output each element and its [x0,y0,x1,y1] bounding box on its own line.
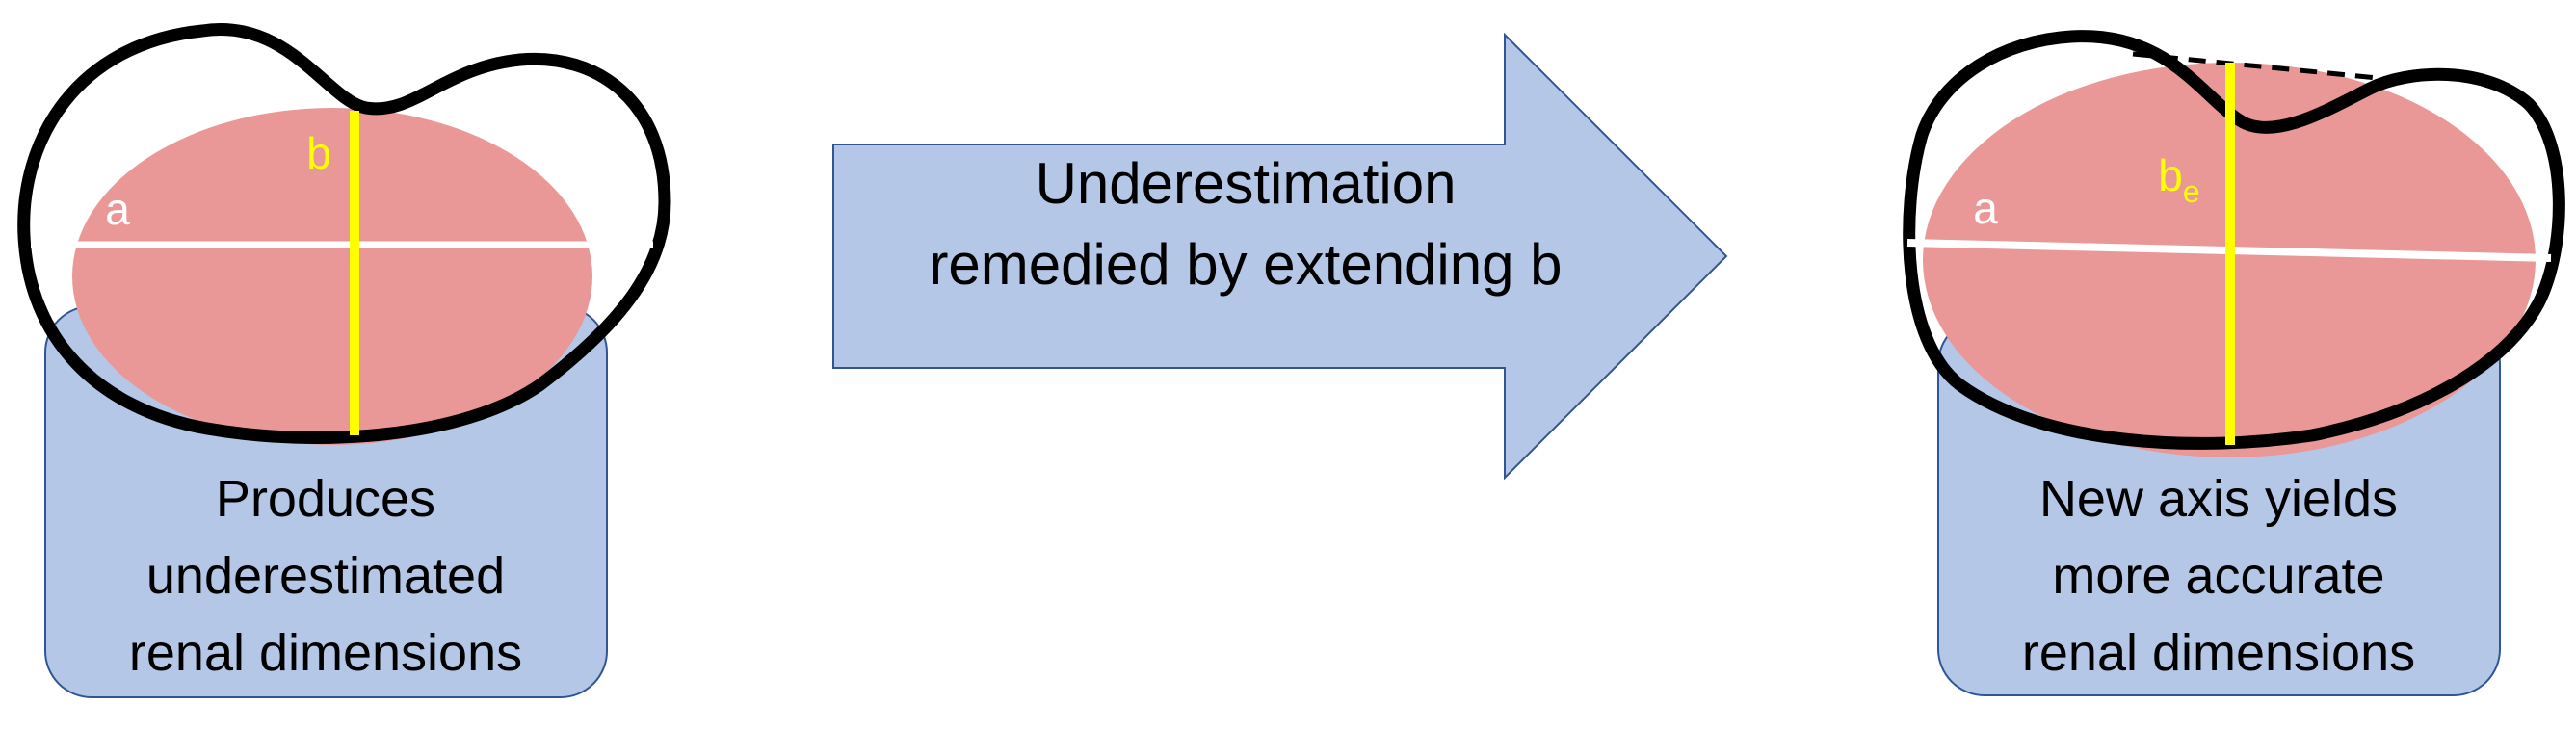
arrow-text-line-1: Underestimation [1036,151,1457,216]
left-panel: a b Produces underestimated renal dimens… [17,23,671,698]
left-caption-line-1: Produces [216,470,435,528]
left-fitted-ellipse [72,108,592,445]
center-arrow: Underestimation remedied by extending b [832,32,1728,481]
right-panel: a be New axis yields more accurate renal… [1903,30,2565,696]
left-caption-line-3: renal dimensions [129,624,522,682]
right-label-b-subscript: e [2183,174,2200,209]
arrow-text-line-2: remedied by extending b [929,232,1562,297]
right-extension-dashed-line [2132,51,2388,82]
left-kidney-outline [17,23,671,444]
right-label-b: be [2158,150,2199,209]
right-kidney-outline [1903,30,2565,450]
right-label-a: a [1973,183,1998,233]
right-caption-line-3: renal dimensions [2022,624,2415,682]
right-label-b-main: b [2158,150,2183,200]
arrow-shape [832,32,1728,481]
left-caption-line-2: underestimated [146,547,505,605]
left-label-b: b [306,128,331,178]
right-caption-line-1: New axis yields [2039,470,2398,528]
right-caption-line-2: more accurate [2052,547,2384,605]
left-label-a: a [105,184,130,234]
